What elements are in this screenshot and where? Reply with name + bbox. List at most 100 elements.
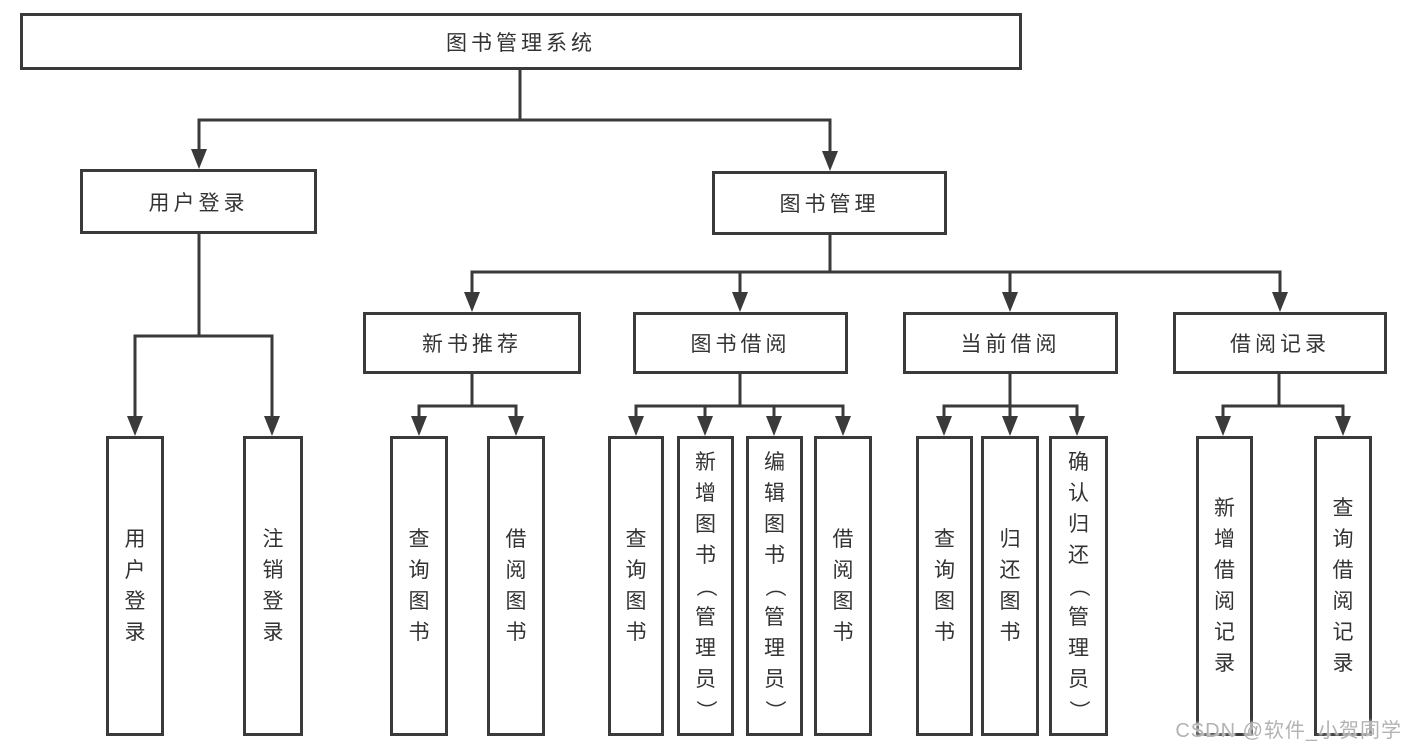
- arrowhead-icon: [1335, 416, 1351, 436]
- vertical-char: 借: [832, 528, 854, 551]
- vertical-char: （: [1067, 575, 1090, 597]
- vertical-char: 阅: [1332, 590, 1354, 613]
- leaf-logout: 注销登录: [243, 436, 303, 736]
- node-book-management: 图书管理: [712, 171, 947, 235]
- node-library-management-system-label: 图书管理系统: [446, 31, 596, 55]
- leaf-current-query-books-label: 查询图书: [919, 439, 970, 733]
- vertical-char: 理: [1068, 636, 1089, 660]
- arrowhead-icon: [732, 292, 748, 312]
- leaf-add-borrow-record-label: 新增借阅记录: [1199, 439, 1250, 733]
- vertical-char: 还: [999, 559, 1021, 582]
- vertical-char: 书: [832, 621, 854, 644]
- vertical-char: 增: [695, 481, 716, 505]
- arrowhead-icon: [1002, 416, 1018, 436]
- leaf-user-login: 用户登录: [106, 436, 164, 736]
- vertical-char: 询: [408, 559, 430, 582]
- vertical-char: 询: [625, 559, 647, 582]
- vertical-char: 管: [764, 605, 785, 629]
- vertical-char: （: [694, 575, 717, 597]
- vertical-char: 借: [505, 528, 527, 551]
- arrowhead-icon: [127, 416, 143, 436]
- vertical-char: 归: [999, 528, 1021, 551]
- vertical-char: 借: [1214, 559, 1235, 582]
- vertical-char: 确: [1068, 450, 1089, 474]
- vertical-char: 图: [764, 512, 785, 536]
- arrowhead-icon: [411, 416, 427, 436]
- leaf-query-borrow-record-label: 查询借阅记录: [1317, 439, 1369, 733]
- vertical-char: 户: [124, 559, 146, 582]
- vertical-char: 书: [764, 543, 785, 567]
- csdn-watermark: CSDN @软件_小贺同学: [1175, 720, 1402, 742]
- node-library-management-system: 图书管理系统: [20, 13, 1022, 70]
- leaf-newbooks-borrow-books: 借阅图书: [487, 436, 545, 736]
- node-borrowing-records: 借阅记录: [1173, 312, 1387, 374]
- vertical-char: 新: [695, 450, 716, 474]
- arrowhead-icon: [264, 416, 280, 436]
- leaf-query-borrow-record: 查询借阅记录: [1314, 436, 1372, 736]
- leaf-confirm-return-admin: 确认归还（管理员）: [1049, 436, 1108, 736]
- leaf-borrowing-borrow-books: 借阅图书: [814, 436, 872, 736]
- node-book-borrowing: 图书借阅: [633, 312, 848, 374]
- node-book-management-label: 图书管理: [779, 193, 880, 216]
- vertical-char: 图: [999, 590, 1021, 613]
- leaf-edit-books-admin: 编辑图书（管理员）: [746, 436, 803, 736]
- arrowhead-icon: [1002, 292, 1018, 312]
- leaf-return-books-label: 归还图书: [984, 439, 1036, 733]
- vertical-char: 增: [1214, 528, 1235, 551]
- vertical-char: 查: [1332, 497, 1354, 520]
- vertical-char: 图: [505, 590, 527, 613]
- vertical-char: 录: [1214, 652, 1235, 675]
- vertical-char: 录: [1332, 652, 1354, 675]
- vertical-char: 录: [124, 621, 146, 644]
- arrowhead-icon: [697, 416, 713, 436]
- arrowhead-icon: [628, 416, 644, 436]
- node-user-login-label: 用户登录: [148, 191, 249, 215]
- vertical-char: 辑: [764, 481, 785, 505]
- leaf-newbooks-borrow-books-label: 借阅图书: [490, 439, 542, 733]
- vertical-char: 新: [1214, 497, 1235, 520]
- leaf-newbooks-query-books: 查询图书: [390, 436, 448, 736]
- arrowhead-icon: [835, 416, 851, 436]
- vertical-char: 阅: [505, 559, 527, 582]
- vertical-char: 编: [764, 450, 785, 474]
- vertical-char: 借: [1332, 559, 1354, 582]
- vertical-char: 认: [1068, 481, 1089, 505]
- node-current-borrowing: 当前借阅: [903, 312, 1118, 374]
- node-new-book-recommend-label: 新书推荐: [422, 333, 522, 356]
- vertical-char: 询: [1332, 528, 1354, 551]
- vertical-char: 书: [695, 543, 716, 567]
- vertical-char: 用: [124, 528, 146, 551]
- arrowhead-icon: [1272, 292, 1288, 312]
- leaf-add-borrow-record: 新增借阅记录: [1196, 436, 1253, 736]
- vertical-char: 查: [408, 528, 430, 551]
- vertical-char: 还: [1068, 543, 1089, 567]
- leaf-borrowing-query-books-label: 查询图书: [611, 439, 661, 733]
- vertical-char: 记: [1214, 621, 1235, 644]
- vertical-char: 书: [625, 621, 647, 644]
- vertical-char: ）: [763, 699, 786, 721]
- leaf-user-login-label: 用户登录: [109, 439, 161, 733]
- vertical-char: 图: [934, 590, 955, 613]
- leaf-return-books: 归还图书: [981, 436, 1039, 736]
- vertical-char: （: [763, 575, 786, 597]
- leaf-add-books-admin: 新增图书（管理员）: [677, 436, 734, 736]
- leaf-borrowing-query-books: 查询图书: [608, 436, 664, 736]
- vertical-char: 阅: [1214, 590, 1235, 613]
- leaf-current-query-books: 查询图书: [916, 436, 973, 736]
- vertical-char: 查: [625, 528, 647, 551]
- arrowhead-icon: [464, 292, 480, 312]
- arrowhead-icon: [766, 416, 782, 436]
- vertical-char: 录: [262, 621, 284, 644]
- arrowhead-icon: [1069, 416, 1085, 436]
- vertical-char: 注: [262, 528, 284, 551]
- vertical-char: ）: [694, 699, 717, 721]
- arrowhead-icon: [508, 416, 524, 436]
- vertical-char: 销: [262, 559, 284, 582]
- vertical-char: 图: [625, 590, 647, 613]
- leaf-logout-label: 注销登录: [246, 439, 300, 733]
- vertical-char: 管: [695, 605, 716, 629]
- vertical-char: 登: [124, 590, 146, 613]
- leaf-confirm-return-admin-label: 确认归还（管理员）: [1052, 439, 1105, 733]
- vertical-char: 记: [1332, 621, 1354, 644]
